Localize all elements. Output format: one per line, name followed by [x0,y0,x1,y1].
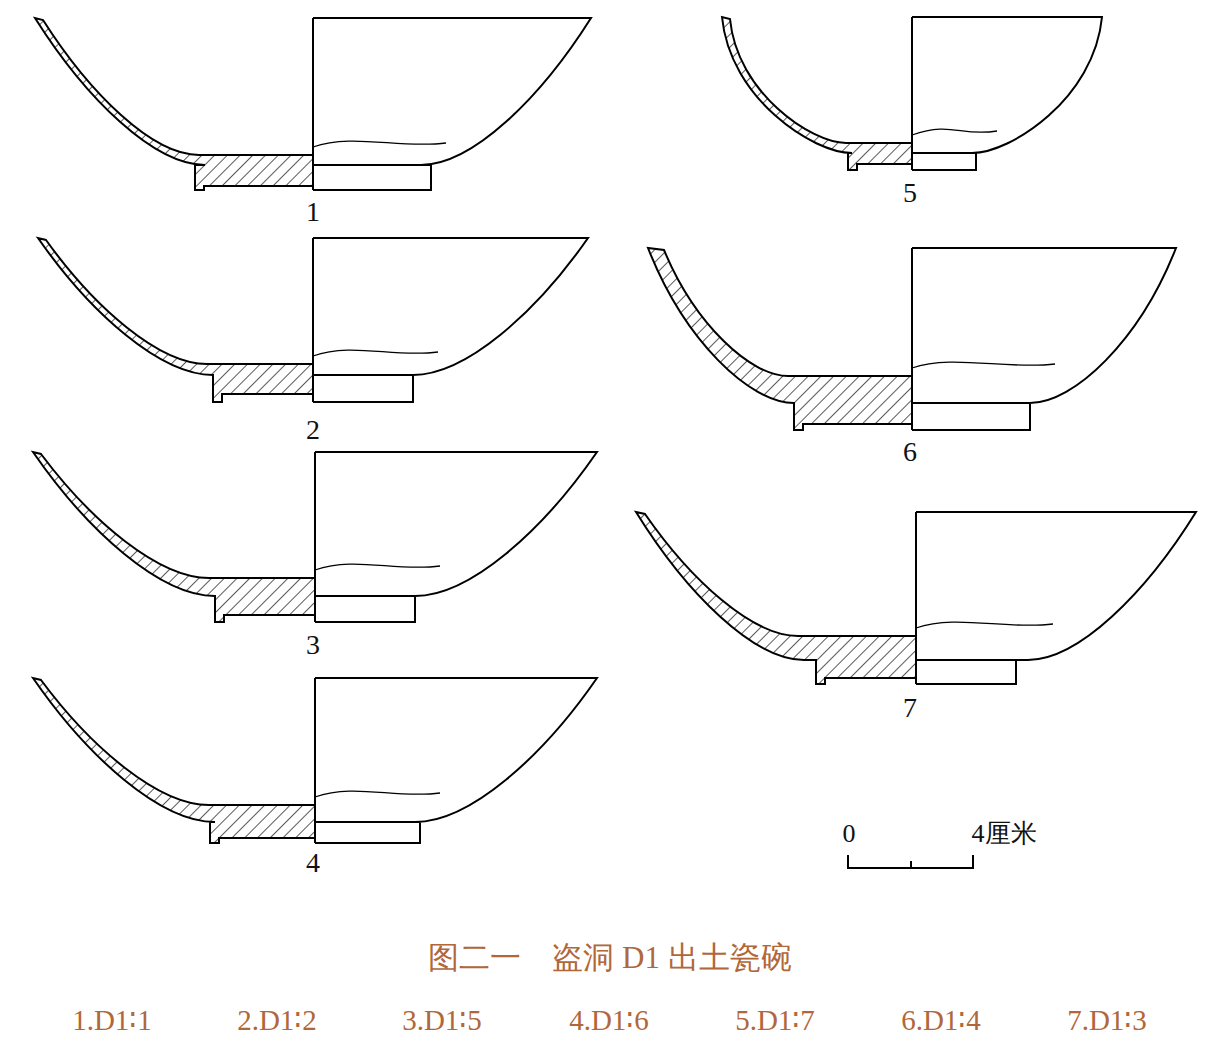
scale-label: 4厘米 [972,821,1037,847]
specimen-label: 6.D1∶4 [901,1006,981,1035]
bowl-profile [35,18,591,190]
specimen-label: 3.D1∶5 [402,1006,482,1035]
figure-caption: 图二一 盗洞 D1 出土瓷碗 [428,942,791,973]
bowl-section [35,18,313,190]
bowl-profile [722,17,1102,170]
bowl-outline [315,678,597,843]
specimen-label: 7.D1∶3 [1067,1006,1147,1035]
figure-number: 2 [304,416,322,444]
figure-number: 4 [304,849,322,877]
bowl-section [648,248,912,430]
figure-number: 1 [304,198,322,226]
specimen-label: 5.D1∶7 [735,1006,815,1035]
glaze-line [916,622,1053,628]
bowl-profile [38,238,588,402]
specimen-label: 2.D1∶2 [237,1006,317,1035]
bowl-outline [313,18,591,190]
glaze-line [912,129,997,135]
bowl-section [38,238,313,402]
bowl-outline [313,238,588,402]
glaze-line [313,350,438,356]
bowl-outline [315,452,597,622]
bowl-outline [912,248,1176,430]
figure-number: 7 [901,694,919,722]
bowl-outline [912,17,1102,170]
glaze-line [912,362,1055,368]
bowl-outline [916,512,1196,684]
bowl-profile [636,512,1196,684]
bowl-profile [33,452,597,622]
bowl-section [33,678,315,843]
scale-bar [848,855,973,868]
bowl-profile [33,678,597,843]
bowl-section [722,17,912,170]
figure-number: 6 [901,438,919,466]
glaze-line [315,791,440,797]
figure-number: 5 [901,179,919,207]
figure-number: 3 [304,631,322,659]
scale-label: 0 [843,821,856,847]
bowl-section [33,452,315,622]
glaze-line [313,141,446,147]
bowl-profile [648,248,1176,430]
glaze-line [315,564,440,570]
bowl-section [636,512,916,684]
specimen-label: 1.D1∶1 [72,1006,152,1035]
specimen-label: 4.D1∶6 [569,1006,649,1035]
